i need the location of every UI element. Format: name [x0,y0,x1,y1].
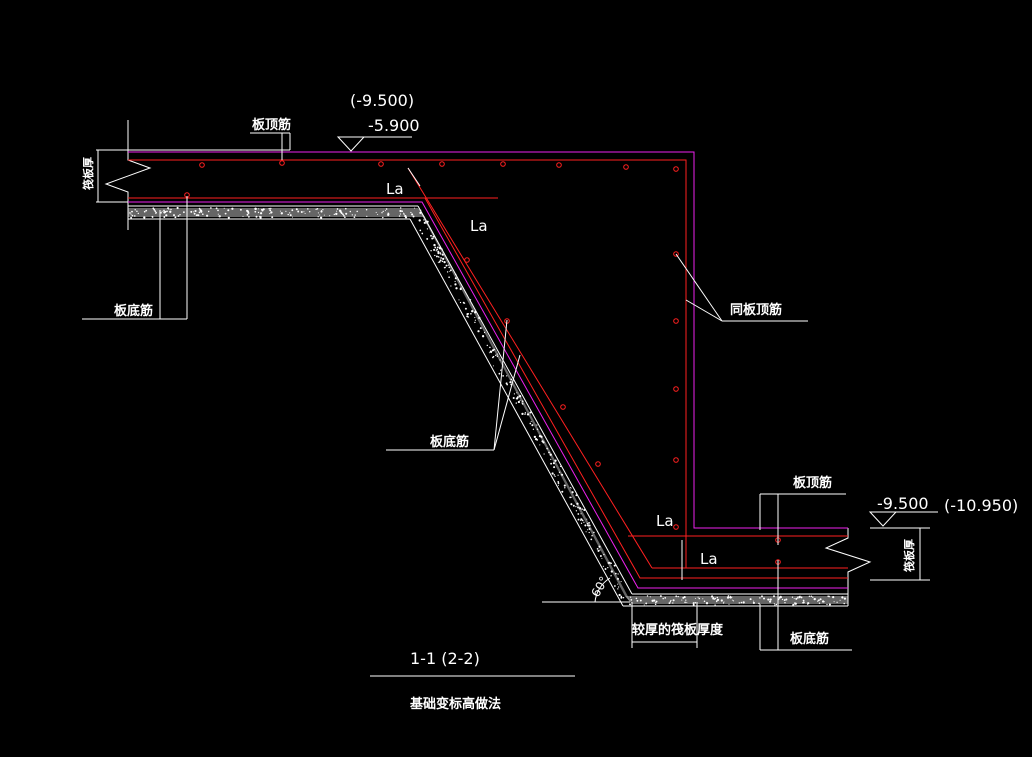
rebar-dot [560,404,566,410]
rebar-dot [673,166,679,172]
label-top-rebar-right: 板顶筋 [793,475,832,491]
label-slab-thickness-left: 筏板厚 [81,157,95,190]
rebar-dot [595,461,601,467]
label-bottom-rebar-right: 板底筋 [790,631,829,647]
rebar-dot [279,160,285,166]
leaders [82,132,938,677]
label-anchor-1: La [386,180,404,198]
rebar-dot [464,257,470,263]
elevation-lower-paren: (-10.950) [944,496,1018,515]
label-anchor-2: La [470,217,488,235]
rebar-dot [673,318,679,324]
annotations: (-9.500) -5.900 -9.500 (-10.950) 板顶筋 板顶筋… [81,91,1018,712]
label-bottom-rebar-left: 板底筋 [114,303,153,319]
concrete-hatch [128,206,848,606]
label-same-top-rebar: 同板顶筋 [730,302,782,318]
section-id: 1-1 (2-2) [410,649,480,668]
label-thicker-slab: 较厚的筏板厚度 [632,622,724,638]
label-anchor-3: La [656,512,674,530]
label-slab-thickness-right: 筏板厚 [902,539,916,572]
elevation-upper: -5.900 [368,116,420,135]
rebar-dot [378,161,384,167]
structure-outline [104,120,872,607]
rebar-dot [500,161,506,167]
rebar-dot [673,457,679,463]
rebar-dot [673,251,679,257]
rebar-dot [439,161,445,167]
rebar-dot [623,164,629,170]
elevation-upper-paren: (-9.500) [350,91,414,110]
waterproof-layer [128,151,848,589]
hatch-speckles [129,206,847,606]
label-top-rebar-left: 板顶筋 [252,117,291,133]
rebar-dot [673,524,679,530]
section-caption: 基础变标高做法 [409,696,501,712]
rebar-dot [673,386,679,392]
rebar-dot [556,162,562,168]
elevation-lower: -9.500 [877,494,929,513]
label-anchor-4: La [700,550,718,568]
rebar-dots [184,160,781,565]
label-bottom-rebar-slope: 板底筋 [430,434,469,450]
rebar [128,159,848,579]
rebar-dot [199,162,205,168]
